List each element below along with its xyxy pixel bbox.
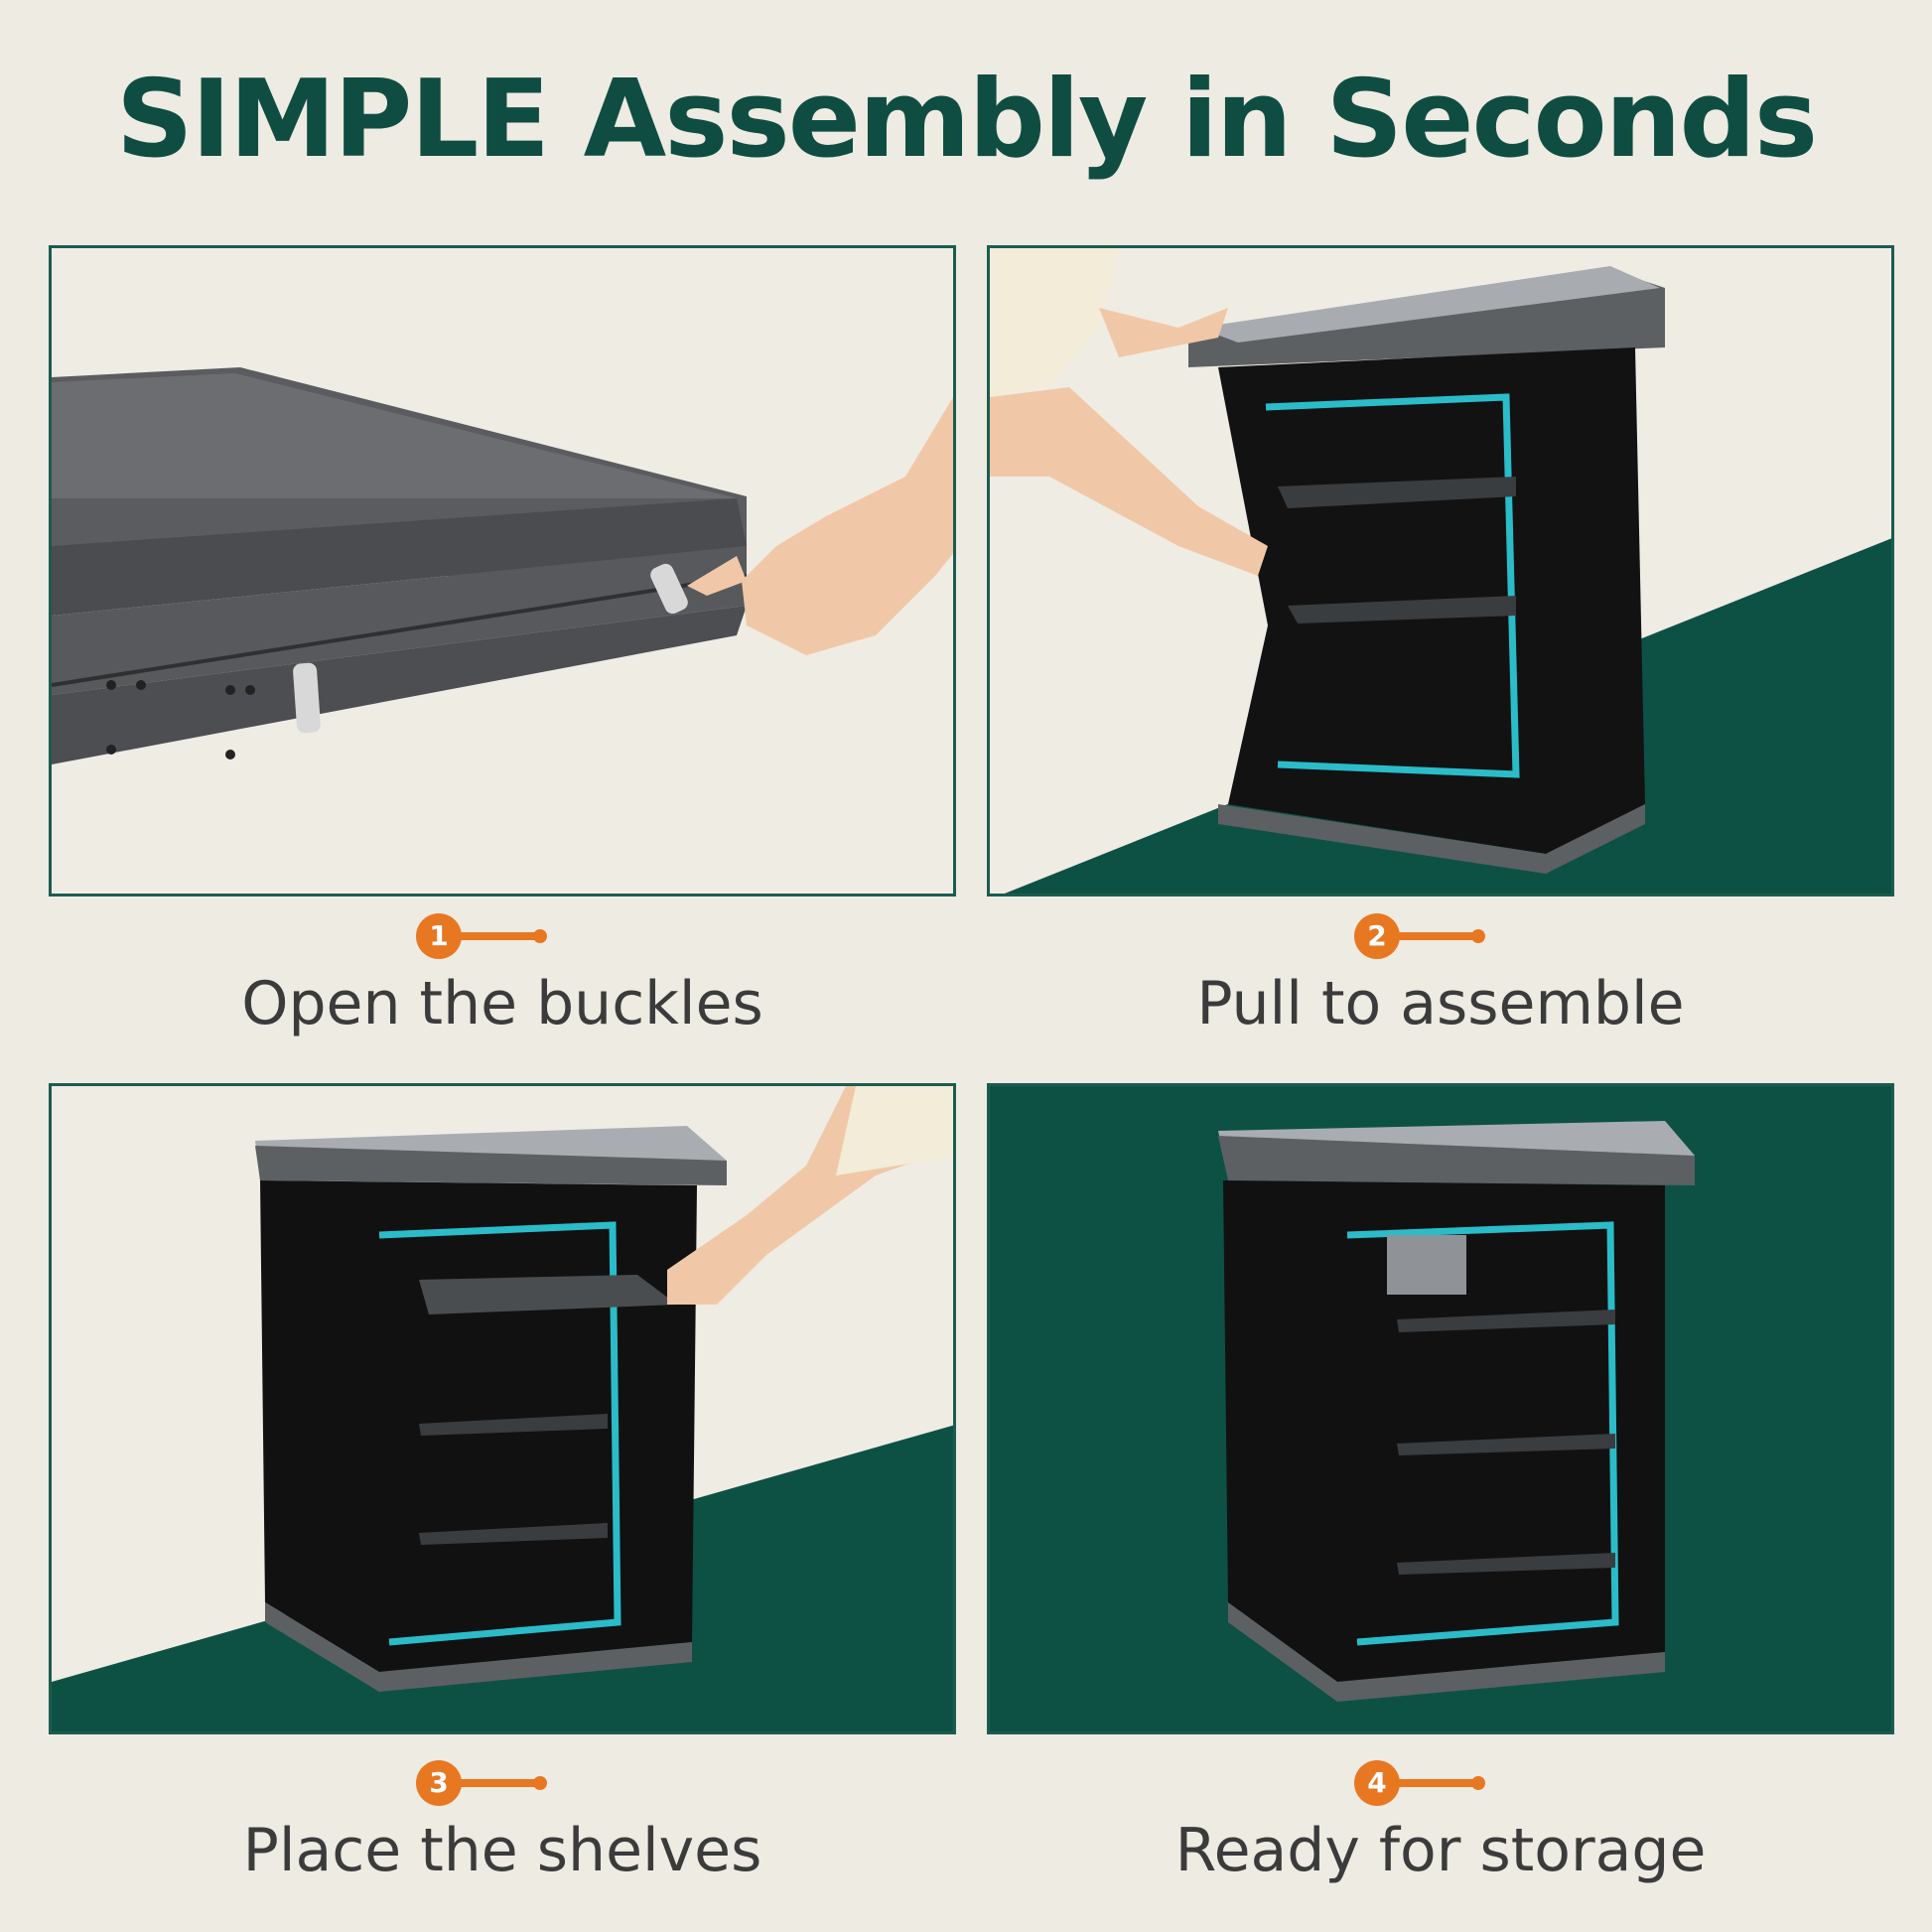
step-3-label: Place the shelves [242, 1816, 762, 1885]
step-2-image [987, 245, 1894, 897]
step-3-marker: 3 [49, 1760, 956, 1810]
step-4-marker: 4 [987, 1760, 1894, 1810]
step-1-number: 1 [416, 913, 462, 959]
step-4: 4 Ready for storage [987, 1760, 1894, 1899]
step-3-image [49, 1083, 956, 1734]
step-4-label: Ready for storage [1174, 1816, 1707, 1885]
step-2-marker: 2 [987, 913, 1894, 963]
step-1-image [49, 245, 956, 897]
page-title: SIMPLE Assembly in Seconds [115, 58, 1818, 182]
step-2: 2 Pull to assemble [987, 913, 1894, 1052]
step-4-image [987, 1083, 1894, 1734]
step-2-label: Pull to assemble [1196, 969, 1685, 1038]
step-1: 1 Open the buckles [49, 913, 956, 1052]
step-1-marker: 1 [49, 913, 956, 963]
step-1-label: Open the buckles [241, 969, 763, 1038]
step-3: 3 Place the shelves [49, 1760, 956, 1899]
